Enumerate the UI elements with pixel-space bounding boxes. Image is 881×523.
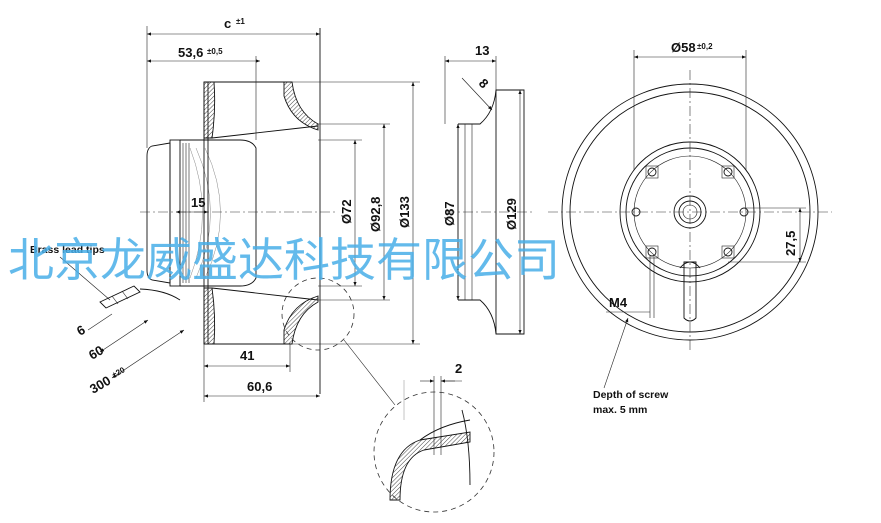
dim-60-6: 60,6 <box>247 379 272 394</box>
front-view: Ø58 ±0,2 27,5 M4 Depth of screw max. 5 m… <box>548 40 832 416</box>
dim-2: 2 <box>455 361 462 376</box>
dim-53-6-tol: ±0,5 <box>207 47 223 56</box>
label-m4: M4 <box>609 295 628 310</box>
dim-c: c <box>224 16 231 31</box>
profile-view: 13 8 Ø87 Ø129 <box>442 43 535 335</box>
watermark-text: 北京龙威盛达科技有限公司 <box>8 233 560 287</box>
dim-d58: Ø58 <box>671 40 696 55</box>
dim-15: 15 <box>191 195 205 210</box>
detail-view: 2 <box>373 361 495 513</box>
dim-c-tol: ±1 <box>236 17 245 26</box>
lead-6: 6 <box>74 322 88 339</box>
dim-27-5: 27,5 <box>783 231 798 256</box>
dim-d133: Ø133 <box>397 196 412 228</box>
dim-d87: Ø87 <box>442 201 457 226</box>
brass-lead-tips: Brass lead tips 6 60 300 ±20 <box>30 244 185 397</box>
dim-d58-tol: ±0,2 <box>697 42 713 51</box>
dim-d92-8: Ø92,8 <box>368 197 383 232</box>
depth-note-1: Depth of screw <box>593 389 669 401</box>
depth-note-2: max. 5 mm <box>593 404 647 416</box>
dim-13: 13 <box>475 43 489 58</box>
brass-lead-label: Brass lead tips <box>30 244 105 256</box>
lead-300: 300 <box>87 373 113 397</box>
lead-300-tol: ±20 <box>111 365 127 380</box>
dim-d129: Ø129 <box>504 198 519 230</box>
dim-8: 8 <box>476 76 492 92</box>
side-view: c ±1 53,6 ±0,5 15 41 60,6 Ø72 Ø92,8 Ø133 <box>140 16 420 406</box>
dim-53-6: 53,6 <box>178 45 203 60</box>
dim-41: 41 <box>240 348 254 363</box>
dim-d72: Ø72 <box>339 199 354 224</box>
lead-60: 60 <box>86 342 106 362</box>
